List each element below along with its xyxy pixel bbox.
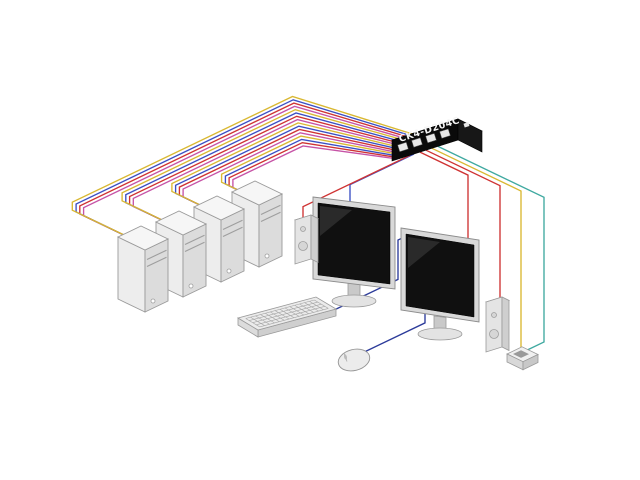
tower-front-face: [144, 238, 169, 313]
tower-front-face: [258, 193, 283, 268]
tower-front-face: [220, 208, 245, 283]
speaker-front-face: [485, 296, 503, 353]
tower-drive-bays: [146, 249, 167, 267]
computer-tower-1: [116, 225, 170, 313]
mouse-scroll-wheel: [343, 354, 348, 360]
device-cable-teal: [437, 145, 545, 352]
monitor-screen-glare: [320, 206, 352, 236]
pc2-cable-yellow: [121, 108, 429, 228]
speaker-woofer: [489, 329, 499, 339]
speaker-tweeter: [491, 312, 497, 318]
speaker-front-face: [294, 214, 312, 265]
pc4-cable-yellow: [220, 135, 404, 198]
monitor2-video-cable: [419, 151, 469, 240]
kvm-switch: CK4-D204C: [391, 115, 483, 162]
tower-drive-bays: [260, 204, 281, 222]
keyboard-keys-grid: [245, 299, 329, 328]
speaker-left-cable: [302, 154, 411, 220]
tower-drive-bays: [184, 234, 205, 252]
tower-power-button: [150, 298, 156, 304]
device-panel-detail: [513, 350, 529, 358]
peripheral-device: [506, 346, 539, 371]
kvm-port-1: [397, 141, 409, 153]
speaker-left: [293, 214, 320, 265]
tower-power-button: [264, 253, 270, 259]
tower-top-face: [192, 195, 246, 221]
monitor-2: [400, 227, 480, 341]
tower-drive-bays: [222, 219, 243, 237]
monitor-screen-glare: [408, 237, 440, 268]
keyboard: [236, 296, 338, 338]
kvm-port-3: [425, 133, 437, 144]
speaker-right: [484, 296, 511, 353]
tower-top-face: [154, 210, 208, 236]
tower-top-face: [116, 225, 170, 251]
speaker-side-face: [501, 296, 510, 352]
kvm-port-2: [411, 137, 423, 148]
kvm-port-4: [439, 128, 451, 139]
monitor-stand-base: [417, 327, 463, 341]
tower-power-button: [188, 283, 194, 289]
device-side-face: [522, 353, 539, 371]
tower-front-face: [182, 223, 207, 298]
speaker-woofer: [298, 241, 308, 251]
mouse: [337, 348, 371, 372]
mouse-body: [337, 348, 371, 372]
kvm-brand-mark: [463, 122, 470, 128]
speaker-right-cable: [425, 149, 501, 302]
tower-power-button: [226, 268, 232, 274]
speaker-side-face: [310, 214, 319, 264]
tower-top-face: [230, 180, 284, 206]
monitor-stand-base: [331, 294, 377, 308]
speaker-tweeter: [300, 226, 306, 232]
kvm-right-face: [457, 118, 483, 153]
pc3-cable-yellow: [171, 122, 416, 213]
monitor-1: [312, 196, 396, 308]
pc1-cable-yellow: [71, 95, 441, 243]
